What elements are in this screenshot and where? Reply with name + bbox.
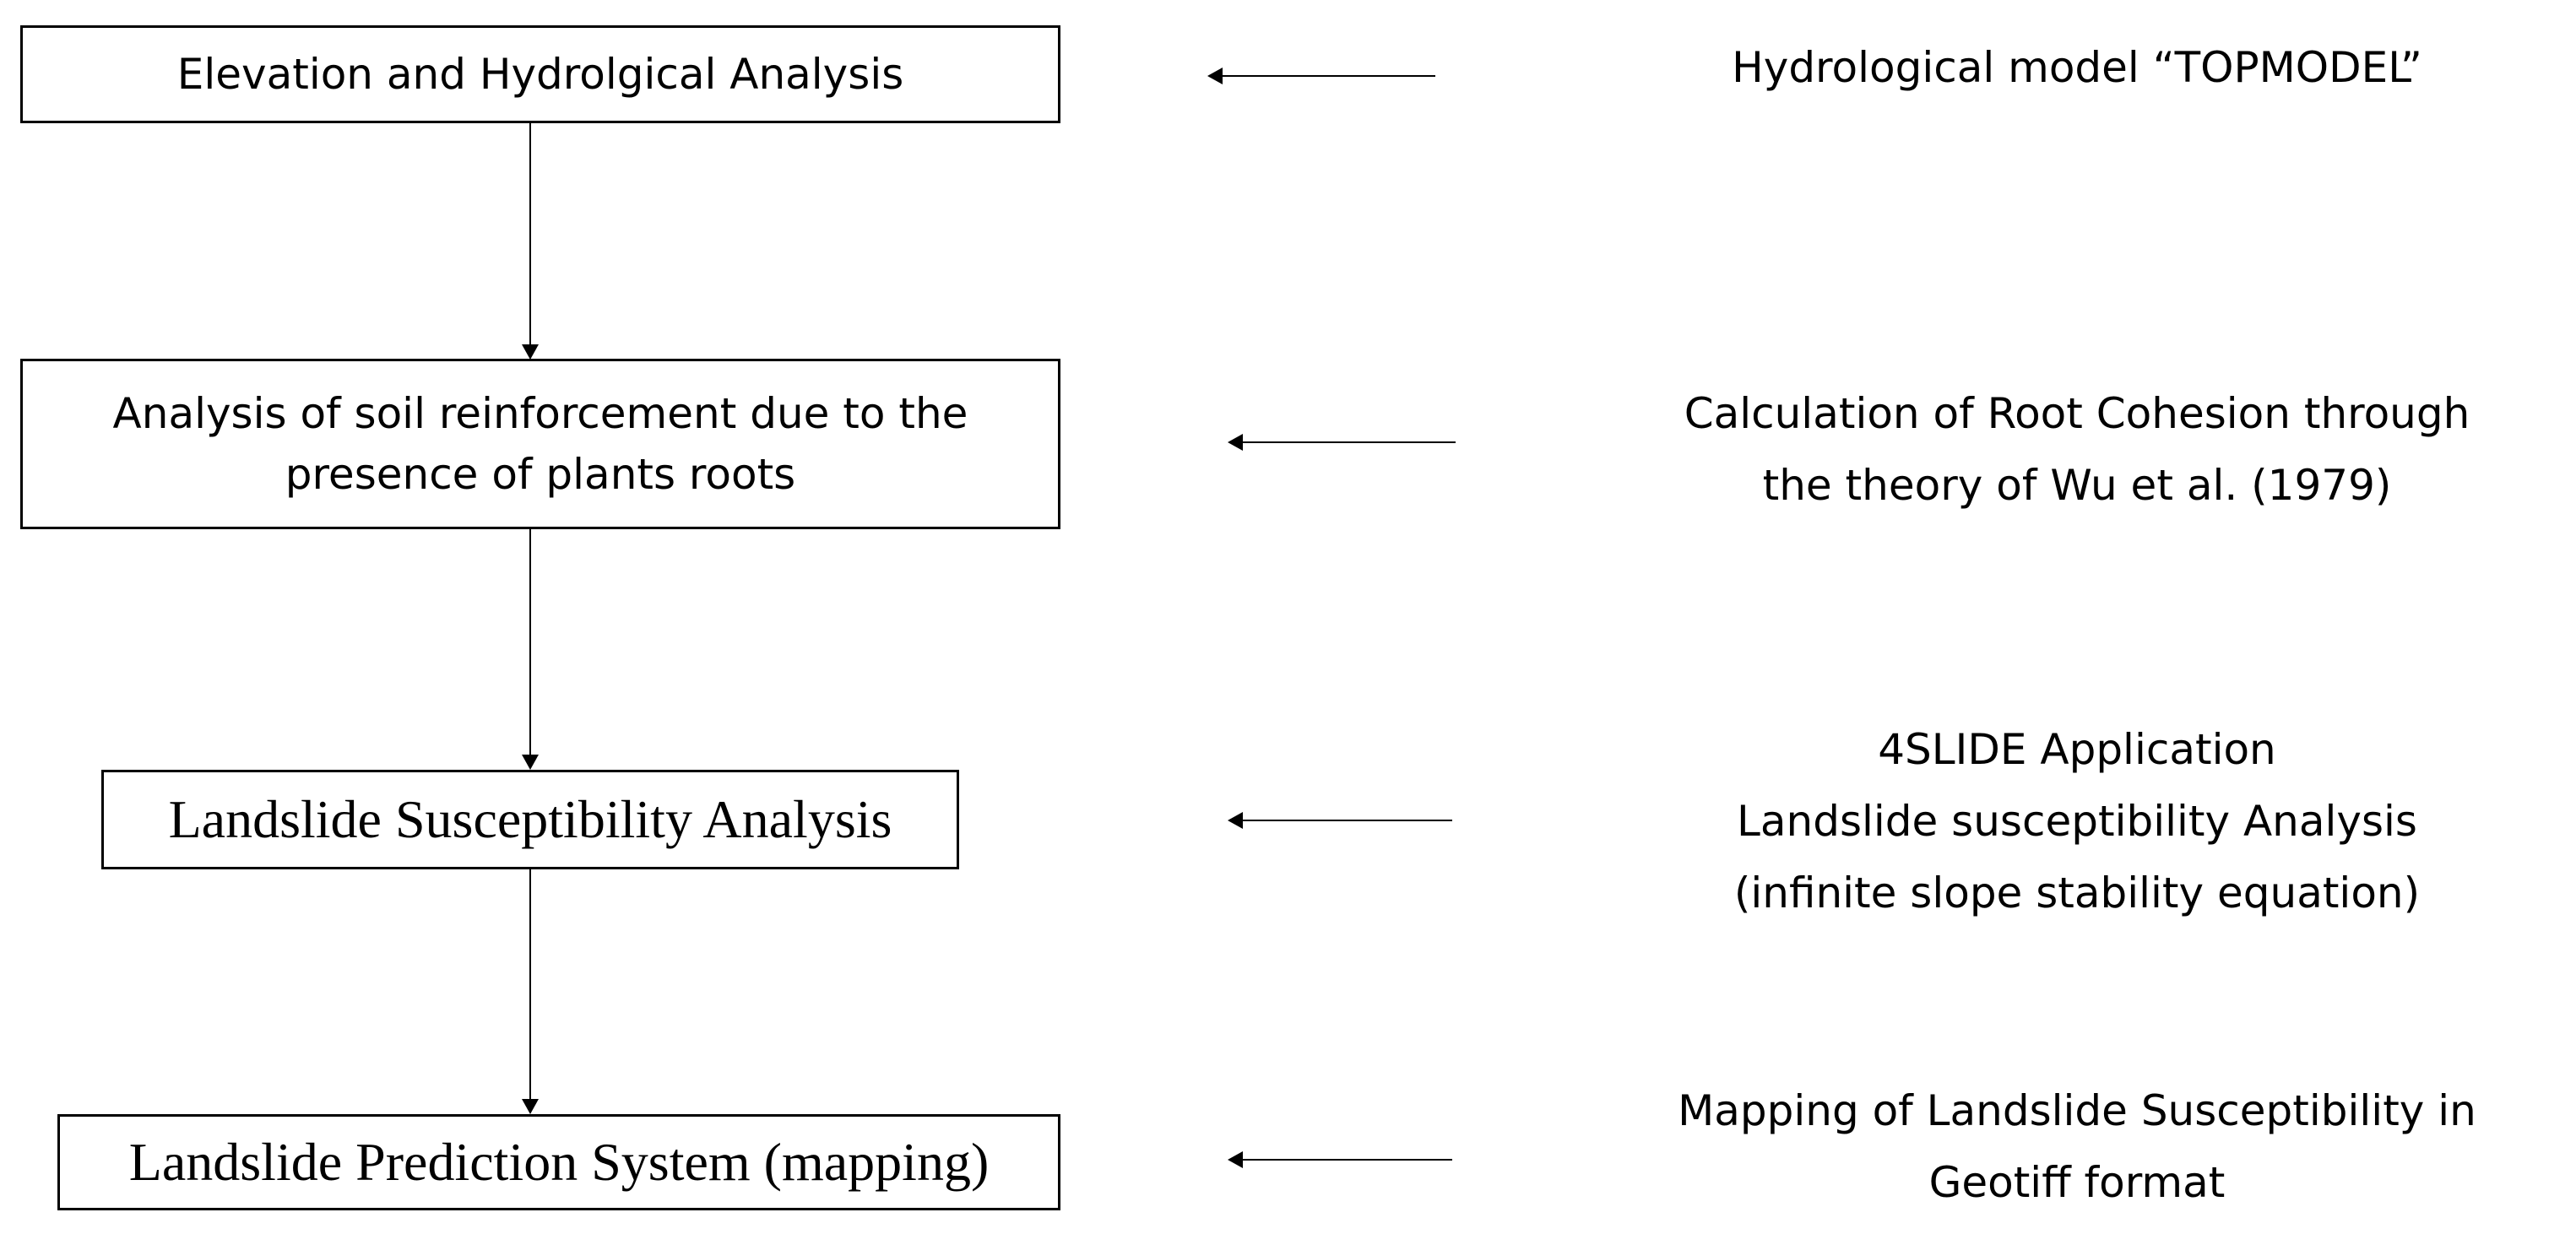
note-line: Calculation of Root Cohesion through: [1684, 389, 2470, 438]
step-label: Landslide Prediction System (mapping): [128, 1131, 990, 1192]
note-line: (infinite slope stability equation): [1733, 869, 2421, 917]
note-line: Geotiff format: [1928, 1158, 2226, 1207]
step-landslide-susceptibility-analysis: Landslide Susceptibility Analysis: [101, 770, 959, 869]
note-topmodel: Hydrological model “TOPMODEL”: [1545, 32, 2576, 104]
note-line: Mapping of Landslide Susceptibility in: [1678, 1086, 2476, 1135]
note-root-cohesion: Calculation of Root Cohesion through the…: [1545, 378, 2576, 522]
note-line: Hydrological model “TOPMODEL”: [1732, 43, 2422, 92]
input-arrowhead-3: [1228, 812, 1243, 829]
note-line: 4SLIDE Application: [1878, 725, 2276, 774]
note-line: Landslide susceptibility Analysis: [1737, 797, 2417, 846]
step-label: presence of plants roots: [285, 450, 796, 499]
flow-arrowhead-3-to-4: [522, 1099, 539, 1114]
input-arrowhead-4: [1228, 1151, 1243, 1168]
step-label: Analysis of soil reinforcement due to th…: [112, 388, 968, 438]
flow-arrowhead-2-to-3: [522, 755, 539, 770]
step-label: Landslide Susceptibility Analysis: [168, 788, 892, 849]
flow-arrowhead-1-to-2: [522, 344, 539, 360]
step-elevation-hydrological-analysis: Elevation and Hydrolgical Analysis: [20, 25, 1060, 123]
note-geotiff-mapping: Mapping of Landslide Susceptibility in G…: [1545, 1075, 2576, 1219]
note-4slide-application: 4SLIDE Application Landslide susceptibil…: [1545, 714, 2576, 929]
step-label: Elevation and Hydrolgical Analysis: [176, 49, 904, 99]
step-landslide-prediction-system: Landslide Prediction System (mapping): [57, 1114, 1060, 1210]
step-soil-reinforcement-analysis: Analysis of soil reinforcement due to th…: [20, 359, 1060, 529]
input-arrowhead-1: [1207, 68, 1223, 84]
input-arrowhead-2: [1228, 434, 1243, 451]
note-line: the theory of Wu et al. (1979): [1762, 461, 2392, 510]
